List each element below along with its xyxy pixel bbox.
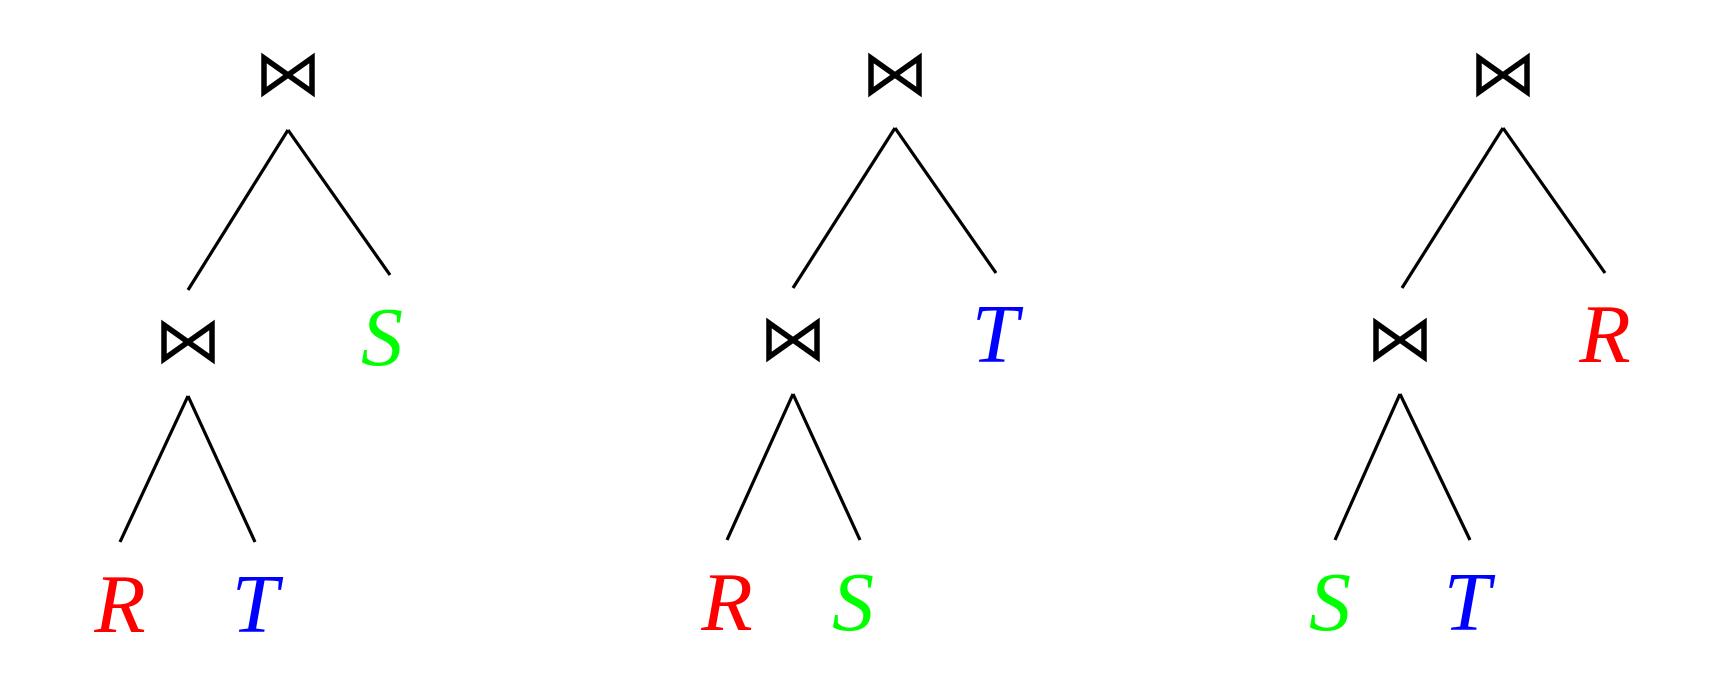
tree-3-inner-right-edge xyxy=(1398,393,1472,541)
tree-2-inner-left-edge xyxy=(725,393,795,541)
tree-2-inner-join-icon xyxy=(766,317,820,363)
tree-3-right-relation-label: R xyxy=(1578,288,1630,381)
join-tree-3: R S T xyxy=(1309,52,1631,649)
tree-1-inner-join-icon xyxy=(161,319,215,365)
tree-3-leaf-left-label: S xyxy=(1309,556,1351,649)
tree-1-inner-left-edge xyxy=(118,395,190,543)
tree-2-root-left-edge xyxy=(791,127,897,289)
tree-1-right-relation-label: S xyxy=(361,291,403,384)
tree-1-leaf-right-label: T xyxy=(232,558,284,651)
join-tree-1: S R T xyxy=(93,52,403,651)
join-tree-2: T R S xyxy=(700,52,1024,649)
tree-3-inner-left-edge xyxy=(1333,393,1402,541)
tree-2-right-relation-label: T xyxy=(972,288,1024,381)
tree-3-leaf-right-label: T xyxy=(1444,556,1496,649)
tree-1-root-join-icon xyxy=(261,52,315,98)
tree-3-root-join-icon xyxy=(1476,52,1530,98)
tree-3-root-right-edge xyxy=(1501,127,1607,274)
tree-3-root-left-edge xyxy=(1400,127,1505,289)
tree-2-leaf-left-label: R xyxy=(700,556,752,649)
tree-2-root-right-edge xyxy=(893,127,998,274)
tree-2-leaf-right-label: S xyxy=(832,556,874,649)
tree-1-root-left-edge xyxy=(186,129,290,291)
tree-3-inner-join-icon xyxy=(1373,317,1427,363)
tree-1-leaf-left-label: R xyxy=(93,558,145,651)
tree-1-root-right-edge xyxy=(286,129,392,276)
tree-2-inner-right-edge xyxy=(791,393,862,541)
tree-1-inner-right-edge xyxy=(186,395,257,543)
tree-2-root-join-icon xyxy=(868,52,922,98)
